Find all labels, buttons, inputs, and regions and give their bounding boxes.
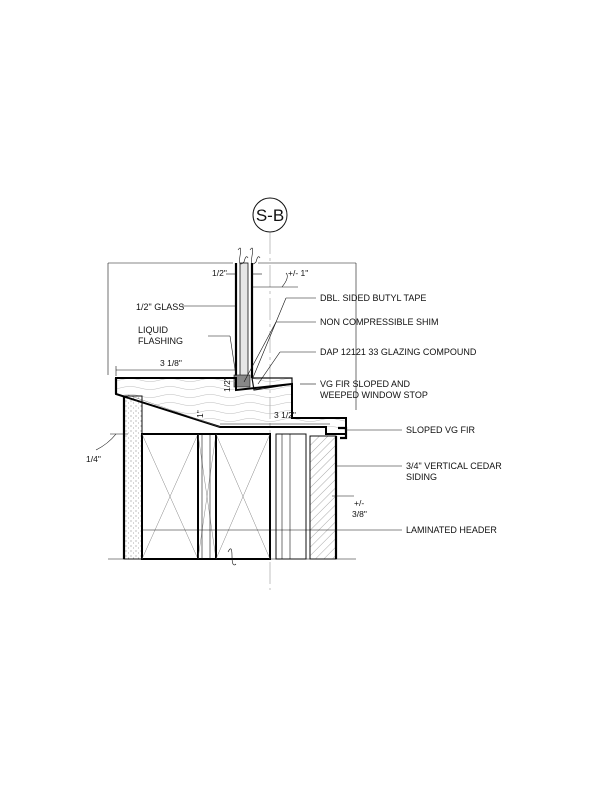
label-butyl: DBL. SIDED BUTYL TAPE — [320, 293, 426, 303]
label-shim: NON COMPRESSIBLE SHIM — [320, 317, 439, 327]
label-flashing: FLASHING — [138, 336, 183, 346]
dim-offset: +/- 1" — [288, 268, 308, 278]
cedar-siding — [309, 435, 338, 560]
label-liquid: LIQUID — [138, 325, 169, 335]
dim-half: 1/2" — [222, 377, 232, 392]
label-cedar-2: SIDING — [406, 472, 437, 482]
dim-glass: 1/2" — [212, 268, 227, 278]
dim-sill: 3 1/8" — [160, 358, 182, 368]
callouts: 1/2" GLASS LIQUID FLASHING DBL. SIDED BU… — [136, 293, 502, 535]
label-stop-1: VG FIR SLOPED AND — [320, 379, 411, 389]
sloped-fir-edge — [338, 426, 348, 440]
label-stop-2: WEEPED WINDOW STOP — [320, 390, 428, 400]
dim-quarter: 1/4" — [86, 454, 101, 464]
window-sill — [114, 377, 347, 435]
dimensions: 1/2" +/- 1" 3 1/8" 1/2" 1" 3 1/2" 1/4" +… — [86, 268, 367, 519]
dim-offset-b: 3/8" — [352, 509, 367, 519]
dim-one: 1" — [195, 410, 205, 418]
label-cedar-1: 3/4" VERTICAL CEDAR — [406, 461, 502, 471]
left-sheathing — [122, 395, 143, 560]
label-glass: 1/2" GLASS — [136, 302, 184, 312]
stud — [275, 433, 307, 560]
dim-stop: 3 1/2" — [274, 410, 296, 420]
label-header: LAMINATED HEADER — [406, 525, 497, 535]
leaders — [142, 297, 402, 531]
laminated-header — [141, 433, 271, 560]
glass-pane — [234, 247, 261, 385]
label-sloped-fir: SLOPED VG FIR — [406, 425, 476, 435]
dim-offset-a: +/- — [354, 498, 364, 508]
section-marker-label: S-B — [256, 206, 284, 225]
label-glazing: DAP 12121 33 GLAZING COMPOUND — [320, 347, 477, 357]
bottom-break — [227, 548, 237, 566]
